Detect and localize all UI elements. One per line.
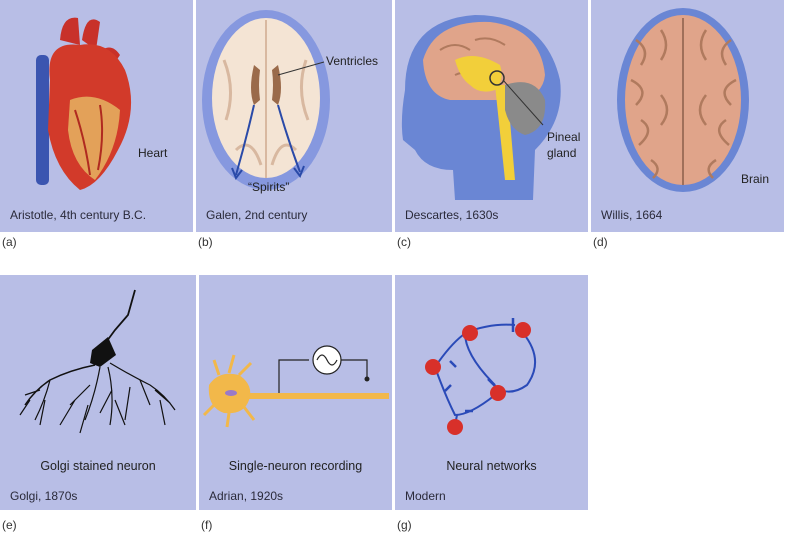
panel-g-letter: (g) xyxy=(397,518,412,532)
recording-label: Single-neuron recording xyxy=(199,459,392,473)
panel-f-letter: (f) xyxy=(201,518,212,532)
panel-a-caption: Aristotle, 4th century B.C. xyxy=(10,208,146,222)
panel-d-caption: Willis, 1664 xyxy=(601,208,662,222)
network-label: Neural networks xyxy=(395,459,588,473)
head-illustration xyxy=(395,0,588,232)
pineal-label-1: Pineal xyxy=(547,130,580,144)
brain-section-illustration xyxy=(196,0,392,232)
panel-d-letter: (d) xyxy=(593,235,608,249)
panel-e-letter: (e) xyxy=(2,518,17,532)
panel-a-letter: (a) xyxy=(2,235,17,249)
vena-cava xyxy=(36,55,49,185)
panel-e-caption: Golgi, 1870s xyxy=(10,489,77,503)
network-node xyxy=(462,325,478,341)
golgi-soma xyxy=(90,337,116,367)
panel-f-caption: Adrian, 1920s xyxy=(209,489,283,503)
brain-label: Brain xyxy=(741,172,769,186)
panel-g-caption: Modern xyxy=(405,489,446,503)
pineal-label-2: gland xyxy=(547,146,576,160)
panel-c-letter: (c) xyxy=(397,235,411,249)
brain-top-illustration xyxy=(591,0,784,232)
panel-a-heart: Heart Aristotle, 4th century B.C. xyxy=(0,0,193,232)
panel-c-caption: Descartes, 1630s xyxy=(405,208,498,222)
panel-e-golgi: Golgi stained neuron Golgi, 1870s xyxy=(0,275,196,510)
spirits-label: “Spirits” xyxy=(248,180,289,194)
panel-b-galen: Ventricles “Spirits” Galen, 2nd century xyxy=(196,0,392,232)
network-node xyxy=(515,322,531,338)
golgi-label: Golgi stained neuron xyxy=(0,459,196,473)
golgi-neuron-illustration xyxy=(0,275,196,510)
panel-g-modern: Neural networks Modern xyxy=(395,275,588,510)
panel-f-adrian: Single-neuron recording Adrian, 1920s xyxy=(199,275,392,510)
network-node xyxy=(447,419,463,435)
panel-b-caption: Galen, 2nd century xyxy=(206,208,307,222)
network-node xyxy=(425,359,441,375)
ventricles-label: Ventricles xyxy=(326,54,378,68)
recording-illustration xyxy=(199,275,392,510)
heart-label: Heart xyxy=(138,146,167,160)
panel-b-letter: (b) xyxy=(198,235,213,249)
panel-c-descartes: Pineal gland Descartes, 1630s xyxy=(395,0,588,232)
axon xyxy=(249,393,389,399)
aorta-branch xyxy=(60,18,80,45)
panel-d-willis: Brain Willis, 1664 xyxy=(591,0,784,232)
electrode-tip xyxy=(365,377,370,382)
heart-illustration xyxy=(0,0,193,232)
neural-network-illustration xyxy=(395,275,588,510)
network-node xyxy=(490,385,506,401)
